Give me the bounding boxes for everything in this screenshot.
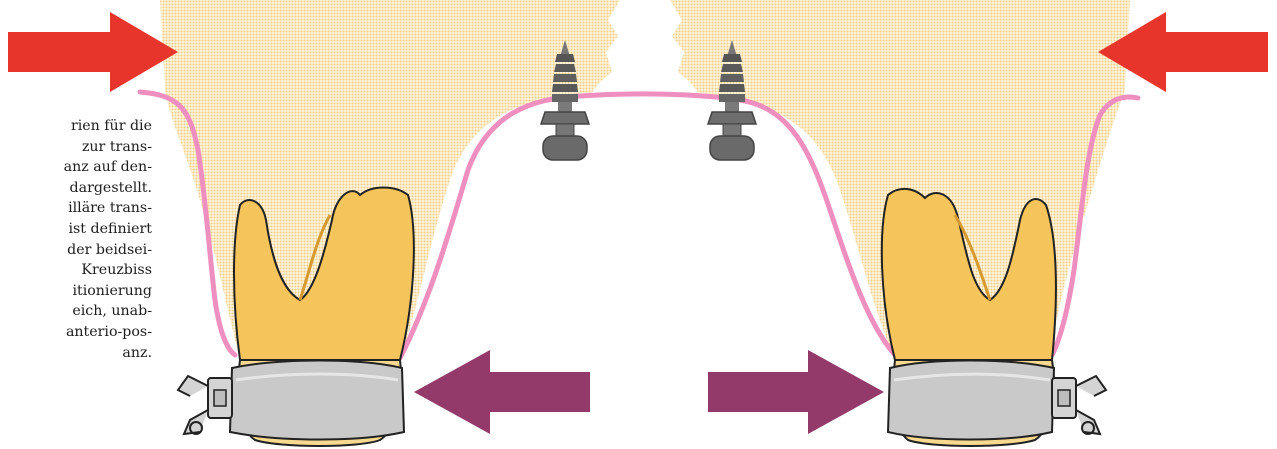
caption-line: itionierung [0, 281, 152, 302]
orthodontic-band-right-icon [888, 361, 1106, 440]
caption-line: eich, unab- [0, 301, 152, 322]
caption-line: Kreuzbiss [0, 260, 152, 281]
purple-arrow-right-icon [708, 350, 884, 434]
caption-line: rien für die [0, 116, 152, 137]
caption-line: dargestellt. [0, 178, 152, 199]
caption-line: illäre trans- [0, 198, 152, 219]
caption-line: anz. [0, 343, 152, 364]
purple-arrow-left-icon [414, 350, 590, 434]
orthodontic-band-left-icon [178, 361, 404, 440]
caption-line: ist definiert [0, 219, 152, 240]
caption-line: anz auf den- [0, 157, 152, 178]
caption-line: der beidsei- [0, 240, 152, 261]
red-arrow-right-icon [8, 12, 178, 92]
caption-text: rien für die zur trans- anz auf den- dar… [0, 116, 152, 449]
caption-line: zur trans- [0, 137, 152, 158]
caption-line: anterio-pos- [0, 322, 152, 343]
